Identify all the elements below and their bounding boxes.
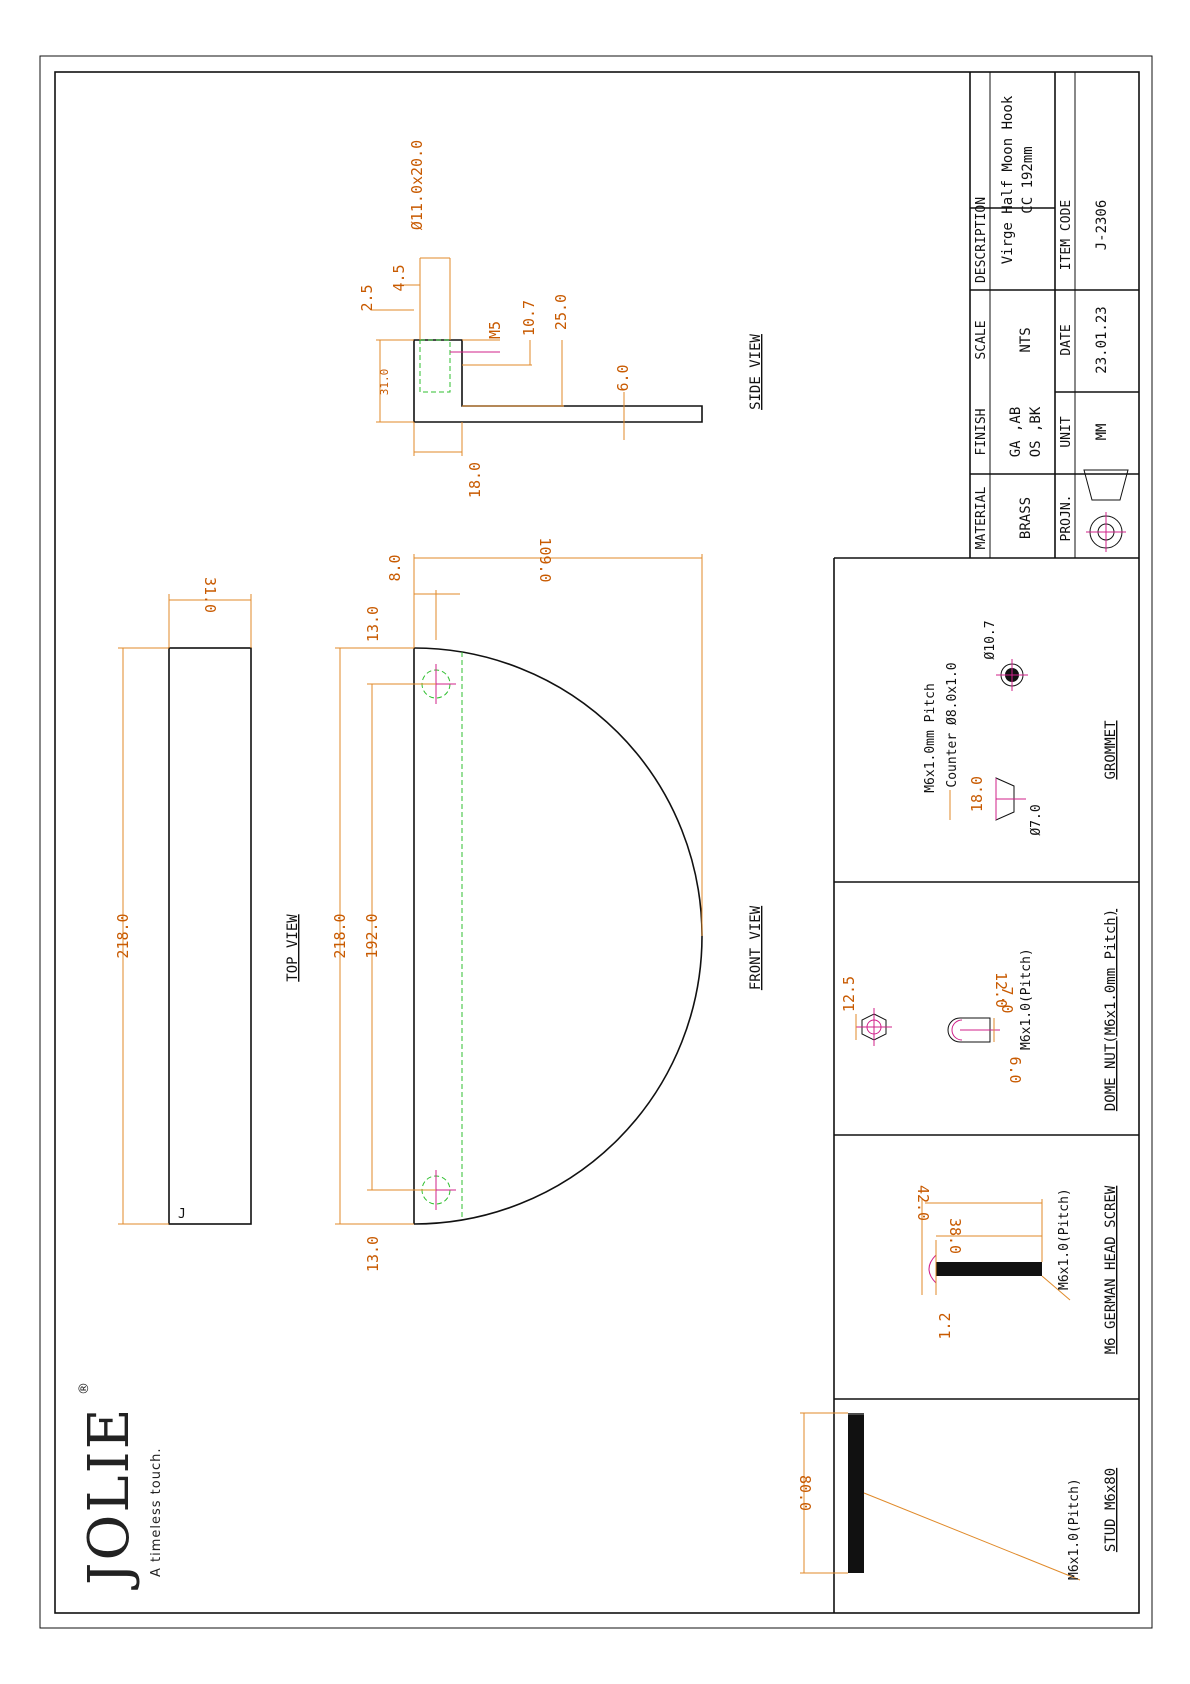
grommet-counter-label: Counter Ø8.0x1.0 bbox=[945, 662, 960, 787]
grommet-title: GROMMET bbox=[1103, 720, 1119, 780]
outer-border bbox=[39, 55, 1153, 1629]
top-view: J 218.0 31.0 TOP VIEW bbox=[114, 577, 301, 1225]
nut-title: DOME NUT(M6x1.0mm Pitch) bbox=[1103, 909, 1119, 1111]
side-height-dim: 31.0 bbox=[378, 369, 391, 396]
top-length-dim: 218.0 bbox=[114, 913, 132, 958]
screw-panel: 42.0 38.0 M6x1.0(Pitch) 1.2 M6 GERMAN HE… bbox=[914, 1185, 1119, 1354]
brand-tagline: A timeless touch. bbox=[149, 1448, 164, 1578]
screw-pitch-label: M6x1.0(Pitch) bbox=[1057, 1188, 1072, 1290]
finish-header: FINISH bbox=[974, 409, 989, 456]
stud-body bbox=[848, 1413, 864, 1573]
nut-height-dim: 12.0 bbox=[992, 972, 1010, 1008]
front-offset-bottom-dim: 13.0 bbox=[364, 1236, 382, 1272]
scale-header: SCALE bbox=[974, 320, 989, 359]
bore-size-dim: Ø11.0x20.0 bbox=[408, 140, 426, 230]
date-value: 23.01.23 bbox=[1094, 306, 1110, 373]
front-length-dim: 218.0 bbox=[331, 913, 349, 958]
nut-side-profile bbox=[947, 1017, 991, 1043]
finish-value-2: OS ,BK bbox=[1028, 406, 1044, 457]
top-view-outline bbox=[168, 647, 252, 1225]
nut-base-dim: 6.0 bbox=[1006, 1056, 1024, 1083]
top-width-dim: 31.0 bbox=[201, 577, 219, 613]
stud-panel: 80.0 M6x1.0(Pitch) STUD M6x80 bbox=[796, 1412, 1119, 1581]
screw-head bbox=[928, 1253, 937, 1285]
grommet-panel: M6x1.0mm Pitch Counter Ø8.0x1.0 18.0 Ø7.… bbox=[923, 620, 1119, 835]
side-thread-depth-dim: 10.7 bbox=[520, 300, 538, 336]
inner-border bbox=[54, 71, 1140, 1614]
hole-offset-dim: 8.0 bbox=[386, 554, 404, 581]
front-view-label: FRONT VIEW bbox=[748, 905, 764, 990]
description-header: DESCRIPTION bbox=[974, 197, 989, 283]
material-header: MATERIAL bbox=[974, 487, 989, 550]
nut-depth-dim: 7.0 bbox=[998, 986, 1016, 1013]
side-hidden-bore bbox=[419, 339, 451, 393]
description-value-2: CC 192mm bbox=[1020, 146, 1036, 213]
description-value-1: Virge Half Moon Hook bbox=[1000, 95, 1016, 264]
stud-length-dim: 80.0 bbox=[796, 1475, 814, 1511]
nut-pitch-label: M6x1.0(Pitch) bbox=[1019, 948, 1034, 1050]
item-code-value: J-2306 bbox=[1094, 200, 1110, 251]
projection-header: PROJN. bbox=[1059, 495, 1074, 542]
side-view: 31.0 18.0 Ø11.0x20.0 4.5 2.5 M5 10.7 25.… bbox=[358, 140, 764, 498]
material-value: BRASS bbox=[1018, 497, 1034, 539]
top-view-label: TOP VIEW bbox=[285, 914, 301, 982]
stud-title: STUD M6x80 bbox=[1103, 1468, 1119, 1552]
screw-overall-dim: 42.0 bbox=[914, 1185, 932, 1221]
grommet-pitch-label: M6x1.0mm Pitch bbox=[923, 683, 938, 793]
grommet-diameter-dim: Ø10.7 bbox=[983, 620, 998, 659]
date-header: DATE bbox=[1059, 324, 1074, 355]
screw-shank-dim: 38.0 bbox=[946, 1218, 964, 1254]
finish-value-1: GA ,AB bbox=[1008, 407, 1024, 458]
center-to-center-dim: 192.0 bbox=[363, 913, 381, 958]
top-view-mark: J bbox=[178, 1207, 186, 1222]
screw-title: M6 GERMAN HEAD SCREW bbox=[1103, 1185, 1119, 1354]
front-view: 218.0 192.0 13.0 13.0 8.0 109.0 FRONT VI… bbox=[331, 537, 764, 1272]
registered-mark: ® bbox=[77, 1381, 92, 1395]
unit-value: MM bbox=[1094, 424, 1110, 441]
screw-head-dim: 1.2 bbox=[936, 1312, 954, 1339]
half-moon-arc bbox=[413, 647, 703, 1225]
nut-hex-dim: 12.5 bbox=[840, 976, 858, 1012]
stud-pitch-label: M6x1.0(Pitch) bbox=[1067, 1478, 1082, 1580]
front-offset-top-dim: 13.0 bbox=[364, 606, 382, 642]
bore-offset-dim: 4.5 bbox=[390, 264, 408, 291]
brand-logo: JOLIE ® A timeless touch. bbox=[77, 1381, 164, 1590]
unit-header: UNIT bbox=[1059, 416, 1074, 447]
plate-thickness-dim: 6.0 bbox=[614, 364, 632, 391]
thread-size-dim: M5 bbox=[486, 321, 504, 339]
wall-thickness-dim: 2.5 bbox=[358, 284, 376, 311]
projection-symbol-icon bbox=[1083, 469, 1129, 552]
dome-nut-panel: 12.5 12.0 7.0 6.0 M6x1.0(Pitch) DOME NUT… bbox=[840, 909, 1119, 1111]
scale-value: NTS bbox=[1018, 327, 1034, 352]
radius-depth-dim: 109.0 bbox=[536, 537, 554, 582]
item-code-header: ITEM CODE bbox=[1059, 200, 1074, 270]
side-view-label: SIDE VIEW bbox=[748, 334, 764, 410]
title-block-text: MATERIAL BRASS FINISH GA ,AB OS ,BK SCAL… bbox=[974, 95, 1129, 552]
brand-name: JOLIE bbox=[77, 1406, 142, 1590]
side-depth-dim: 18.0 bbox=[466, 462, 484, 498]
grommet-length-dim: 18.0 bbox=[968, 776, 986, 812]
screw-shank bbox=[936, 1262, 1042, 1276]
grommet-inner-dim: Ø7.0 bbox=[1029, 804, 1044, 835]
side-upright-dim: 25.0 bbox=[552, 294, 570, 330]
title-block bbox=[834, 72, 1139, 559]
